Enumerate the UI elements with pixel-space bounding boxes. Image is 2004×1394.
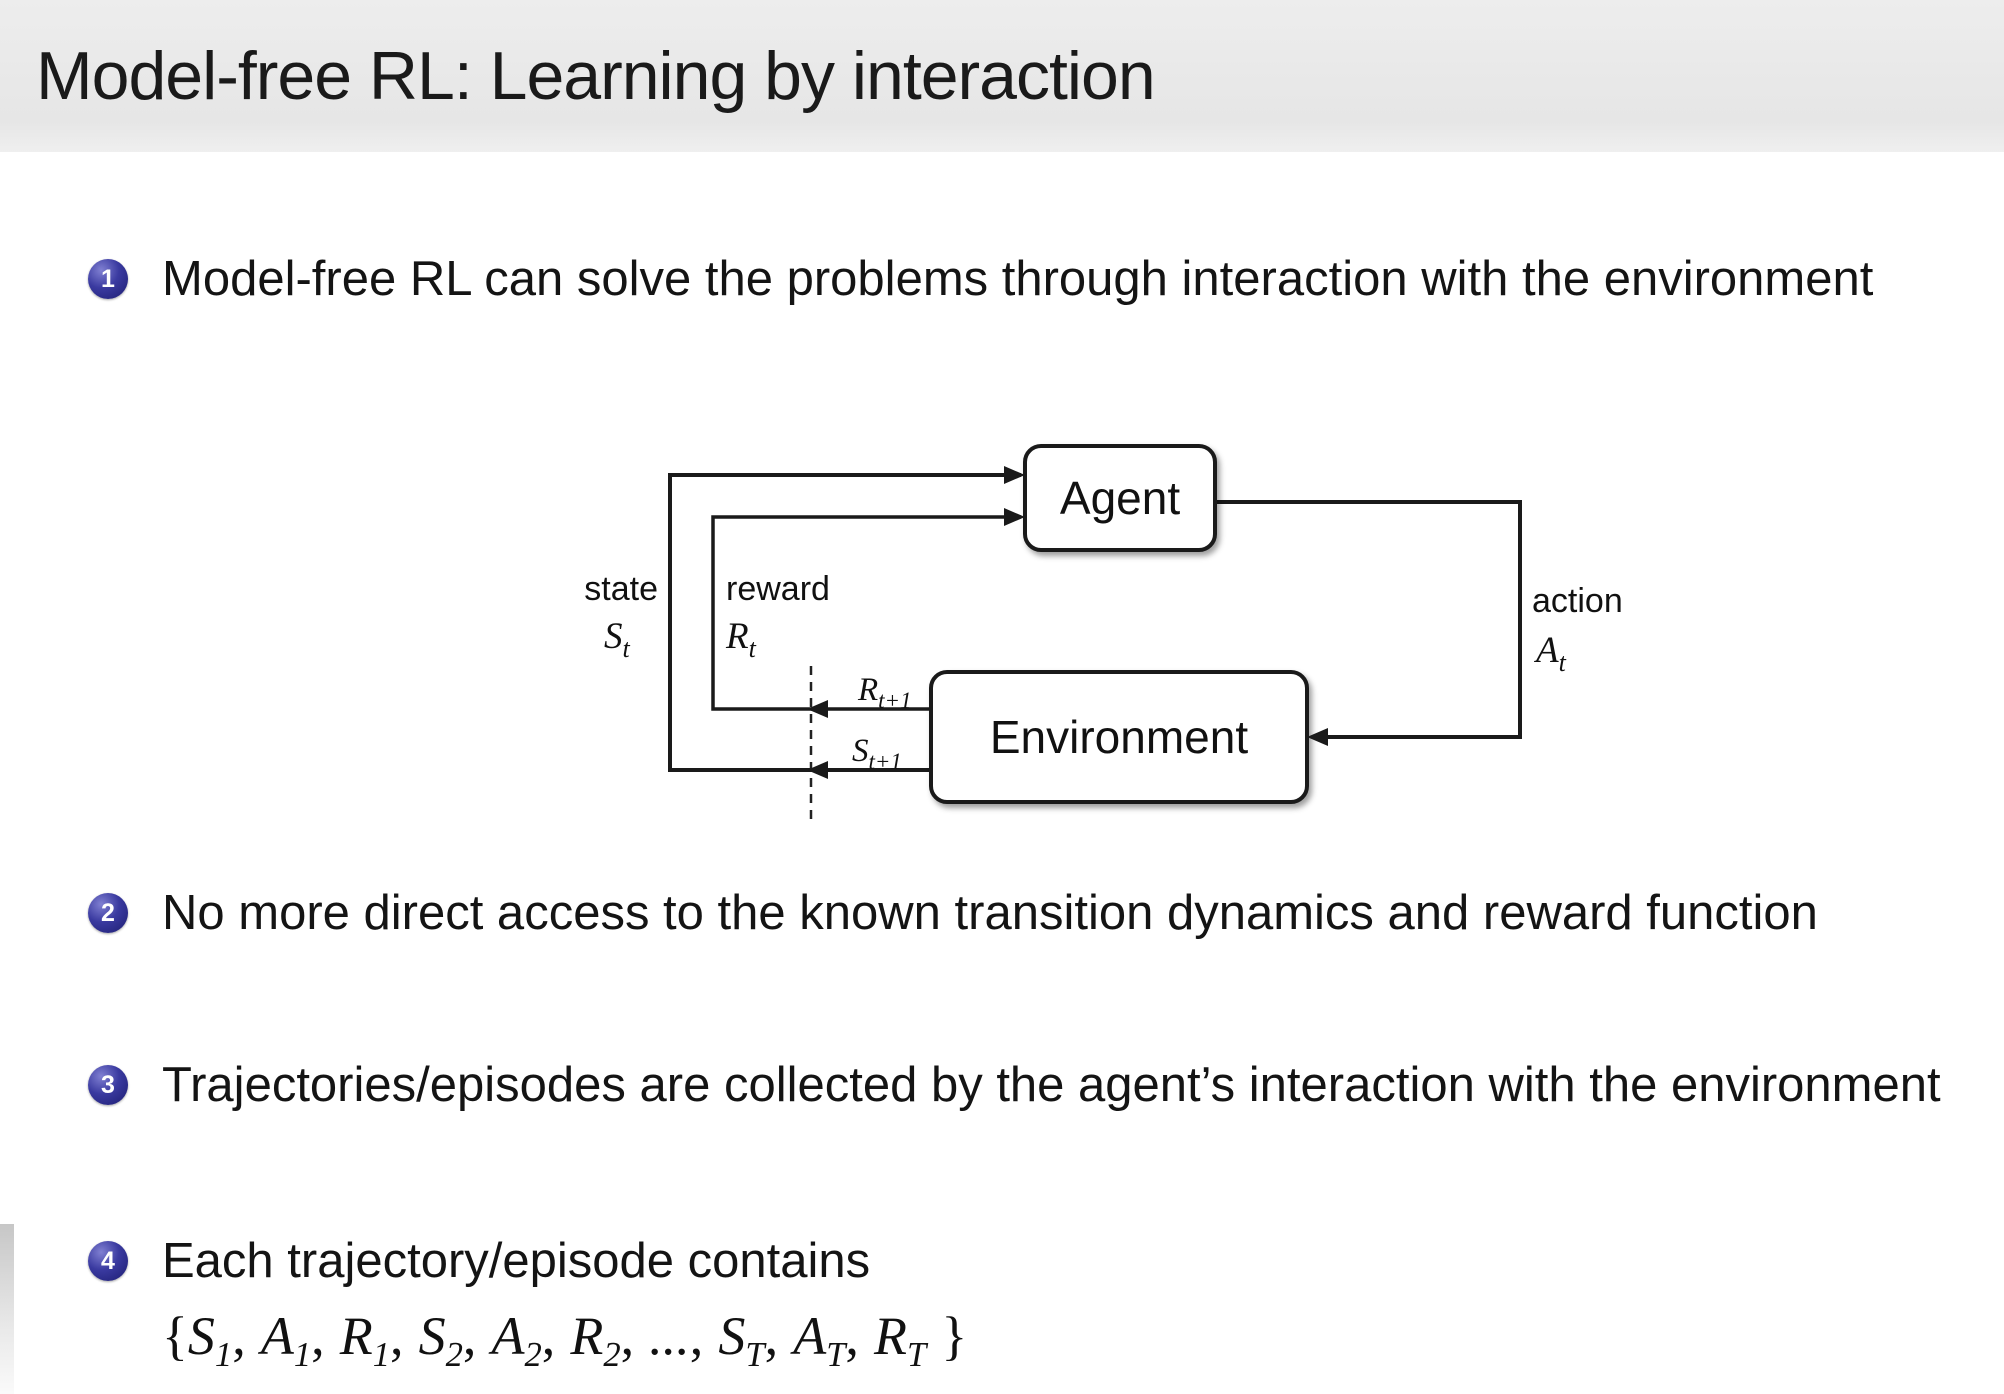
- title-bar: Model-free RL: Learning by interaction: [0, 0, 2004, 152]
- environment-label: Environment: [990, 711, 1248, 763]
- bullet-text-4: Each trajectory/episode contains: [162, 1234, 871, 1288]
- state-next-arrowhead: [807, 761, 828, 779]
- bullet-text-3: Trajectories/episodes are collected by t…: [162, 1058, 1941, 1112]
- bullet-item-1: 1 Model-free RL can solve the problems t…: [88, 244, 1972, 314]
- agent-label: Agent: [1060, 472, 1180, 524]
- bullet-item-3: 3 Trajectories/episodes are collected by…: [88, 1050, 1972, 1120]
- math-token: AT,: [793, 1306, 859, 1374]
- math-token: S1,: [187, 1306, 246, 1374]
- reward-symbol: Rt: [725, 616, 757, 663]
- bullet-number-badge-3: 3: [88, 1065, 128, 1105]
- agent-box: [1023, 444, 1217, 552]
- math-token: R1,: [339, 1306, 404, 1374]
- math-token: A1,: [260, 1306, 325, 1374]
- bullet-item-4: 4 Each trajectory/episode contains {S1,A…: [88, 1226, 1972, 1376]
- math-token: A2,: [491, 1306, 556, 1374]
- math-token: ...,: [649, 1306, 704, 1366]
- state-symbol: St: [604, 616, 631, 663]
- math-token: ST,: [718, 1306, 779, 1374]
- action-symbol: At: [1533, 630, 1567, 677]
- bullet-text-2: No more direct access to the known trans…: [162, 886, 1818, 940]
- math-token: R2,: [570, 1306, 635, 1374]
- state-label: state: [584, 570, 658, 608]
- bullet-item-4-content: Each trajectory/episode contains {S1,A1,…: [162, 1226, 1972, 1376]
- reward-next-arrowhead: [807, 700, 828, 718]
- close-brace: }: [941, 1306, 968, 1366]
- state-arrowhead: [1004, 466, 1025, 484]
- reward-arrowhead: [1004, 508, 1025, 526]
- open-brace: {: [162, 1306, 188, 1366]
- left-edge-shadow: [0, 1224, 14, 1394]
- reward-label: reward: [726, 570, 830, 608]
- state-next-symbol: St+1: [852, 733, 902, 774]
- trajectory-sequence: {S1,A1,R1,S2,A2,R2,..., ST,AT,RT}: [162, 1296, 1972, 1376]
- math-token: S2,: [418, 1306, 477, 1374]
- state-loop-line: [668, 473, 1021, 772]
- action-loop-line: [1215, 500, 1522, 739]
- bullet-number-badge-1: 1: [88, 259, 128, 299]
- slide-title: Model-free RL: Learning by interaction: [36, 38, 1156, 114]
- action-label: action: [1532, 582, 1623, 620]
- math-token: RT: [874, 1306, 927, 1374]
- action-arrowhead: [1307, 728, 1328, 746]
- bullet-item-2: 2 No more direct access to the known tra…: [88, 878, 1972, 948]
- bullet-text-1: Model-free RL can solve the problems thr…: [162, 252, 1874, 306]
- bullet-number-badge-4: 4: [88, 1241, 128, 1281]
- reward-next-symbol: Rt+1: [857, 672, 912, 713]
- agent-environment-diagram: Agent Environment state St reward Rt act…: [560, 428, 1680, 848]
- bullet-number-badge-2: 2: [88, 893, 128, 933]
